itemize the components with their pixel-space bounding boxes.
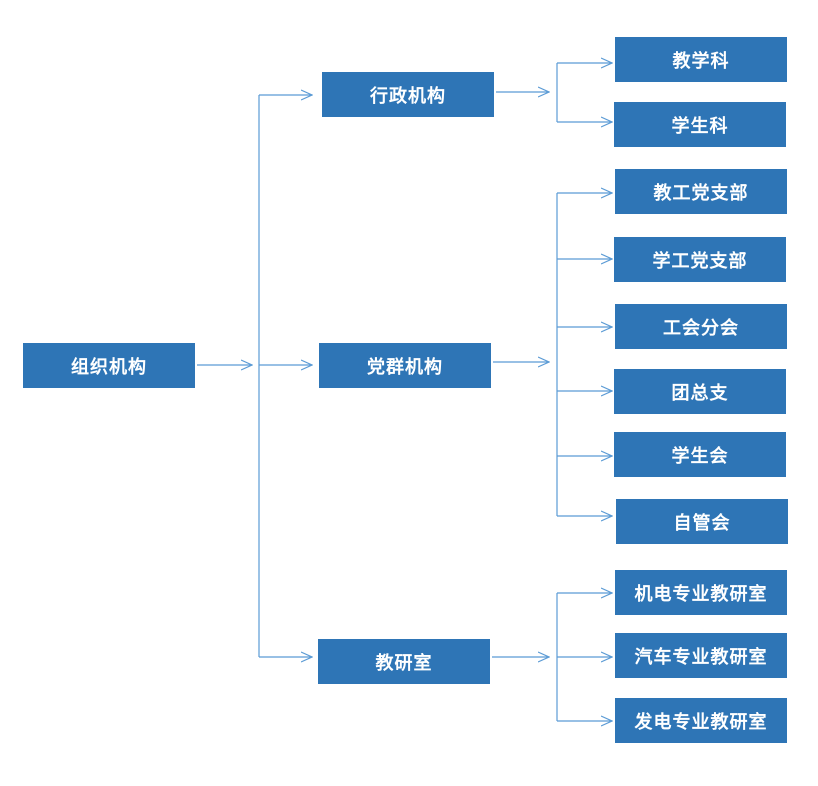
node-leaf: 学生科 [614, 102, 786, 147]
node-leaf: 学生会 [614, 432, 786, 477]
node-leaf: 工会分会 [615, 304, 787, 349]
node-root: 组织机构 [23, 343, 195, 388]
node-leaf: 发电专业教研室 [615, 698, 787, 743]
node-branch-party: 党群机构 [319, 343, 491, 388]
node-leaf: 汽车专业教研室 [615, 633, 787, 678]
node-leaf: 自管会 [616, 499, 788, 544]
node-branch-teaching: 教研室 [318, 639, 490, 684]
node-leaf: 团总支 [614, 369, 786, 414]
node-leaf: 机电专业教研室 [615, 570, 787, 615]
node-leaf: 学工党支部 [614, 237, 786, 282]
node-leaf: 教学科 [615, 37, 787, 82]
node-leaf: 教工党支部 [615, 169, 787, 214]
node-branch-admin: 行政机构 [322, 72, 494, 117]
